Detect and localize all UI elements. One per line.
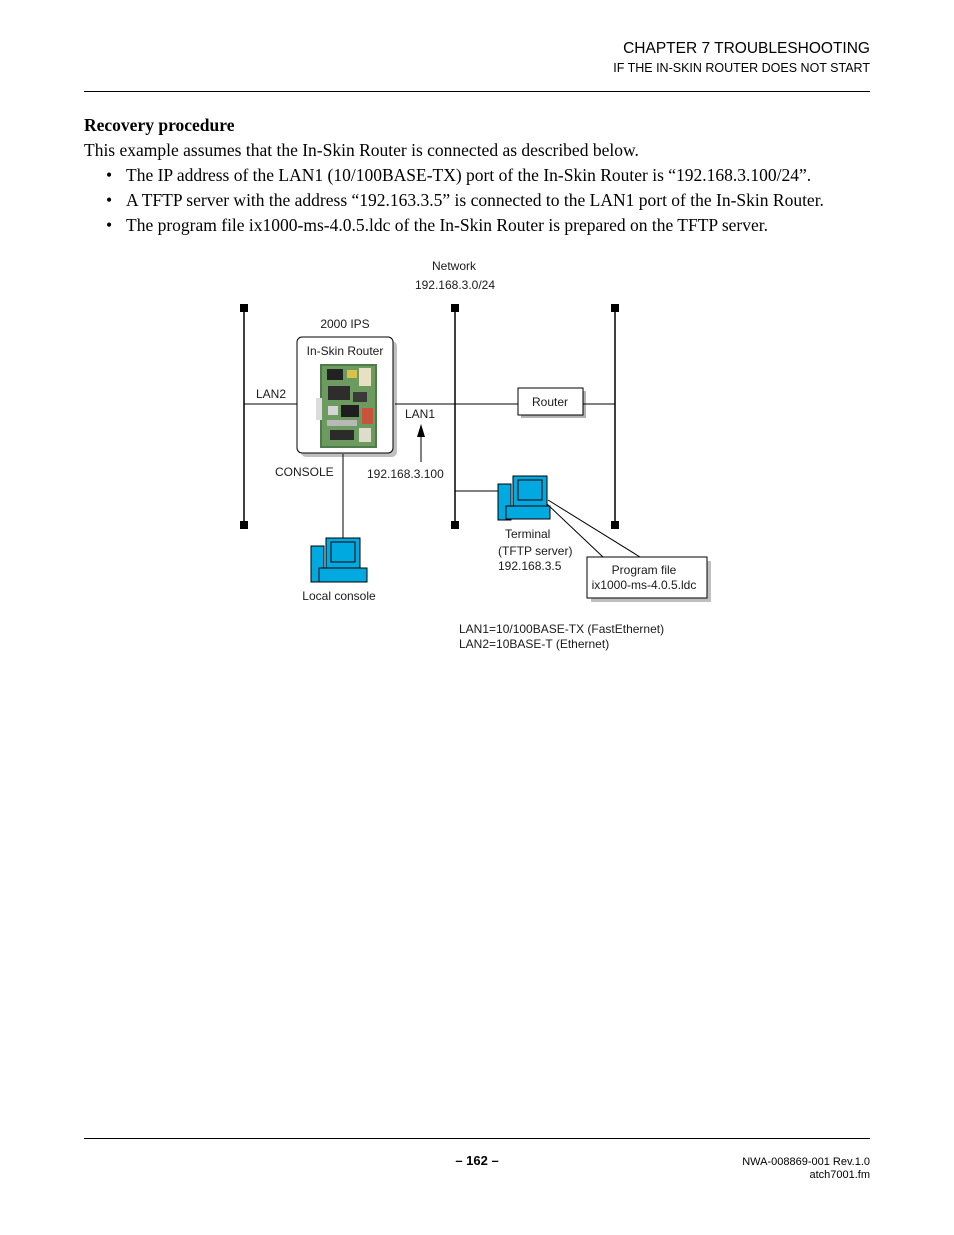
bullet-symbol: • bbox=[106, 215, 113, 235]
router-ip-label: 192.168.3.100 bbox=[367, 467, 444, 481]
bullet-symbol: • bbox=[106, 190, 113, 210]
document-id: NWA-008869-001 Rev.1.0 bbox=[742, 1156, 870, 1168]
terminal-role-label: (TFTP server) bbox=[498, 544, 572, 558]
page-number: – 162 – bbox=[455, 1153, 499, 1168]
document-file: atch7001.fm bbox=[809, 1169, 870, 1181]
bullet-text: A TFTP server with the address “192.163.… bbox=[126, 190, 824, 210]
terminal-computer-icon bbox=[497, 475, 551, 521]
program-file-label: Program file bbox=[612, 563, 677, 577]
section-title: IF THE IN-SKIN ROUTER DOES NOT START bbox=[613, 61, 870, 75]
ip-arrow bbox=[417, 424, 425, 462]
bullet-item: • The program file ix1000-ms-4.0.5.ldc of… bbox=[106, 215, 768, 236]
section-heading: Recovery procedure bbox=[84, 115, 235, 135]
footer-rule bbox=[84, 1138, 870, 1139]
center-segment bbox=[451, 304, 459, 529]
bullet-text: The program file ix1000-ms-4.0.5.ldc of … bbox=[126, 215, 769, 235]
legend-lan1: LAN1=10/100BASE-TX (FastEthernet) bbox=[459, 622, 664, 636]
right-segment bbox=[611, 304, 619, 529]
chapter-title: CHAPTER 7 TROUBLESHOOTING bbox=[623, 40, 870, 57]
local-console-label: Local console bbox=[302, 589, 376, 603]
left-segment bbox=[240, 304, 248, 529]
bullet-text: The IP address of the LAN1 (10/100BASE-T… bbox=[126, 165, 812, 185]
network-address: 192.168.3.0/24 bbox=[415, 278, 495, 292]
bullet-item: • The IP address of the LAN1 (10/100BASE-… bbox=[106, 165, 811, 186]
in-skin-router bbox=[296, 336, 397, 457]
ips-label: 2000 IPS bbox=[320, 317, 369, 331]
circuit-board-icon bbox=[316, 364, 377, 448]
terminal-ip-label: 192.168.3.5 bbox=[498, 559, 562, 573]
lan2-label: LAN2 bbox=[256, 387, 286, 401]
terminal-label: Terminal bbox=[505, 527, 550, 541]
network-label: Network bbox=[432, 259, 477, 273]
header-rule bbox=[84, 91, 870, 92]
bullet-symbol: • bbox=[106, 165, 113, 185]
in-skin-router-label: In-Skin Router bbox=[307, 344, 384, 358]
external-router bbox=[517, 387, 586, 418]
bullet-item: • A TFTP server with the address “192.163… bbox=[106, 190, 824, 211]
legend-lan2: LAN2=10BASE-T (Ethernet) bbox=[459, 637, 609, 651]
local-console-computer-icon bbox=[310, 537, 368, 583]
program-file-name: ix1000-ms-4.0.5.ldc bbox=[592, 578, 697, 592]
lan1-label: LAN1 bbox=[405, 407, 435, 421]
intro-paragraph: This example assumes that the In-Skin Ro… bbox=[84, 140, 639, 160]
console-label: CONSOLE bbox=[275, 465, 334, 479]
external-router-label: Router bbox=[532, 395, 568, 409]
program-file-callout bbox=[546, 499, 711, 602]
